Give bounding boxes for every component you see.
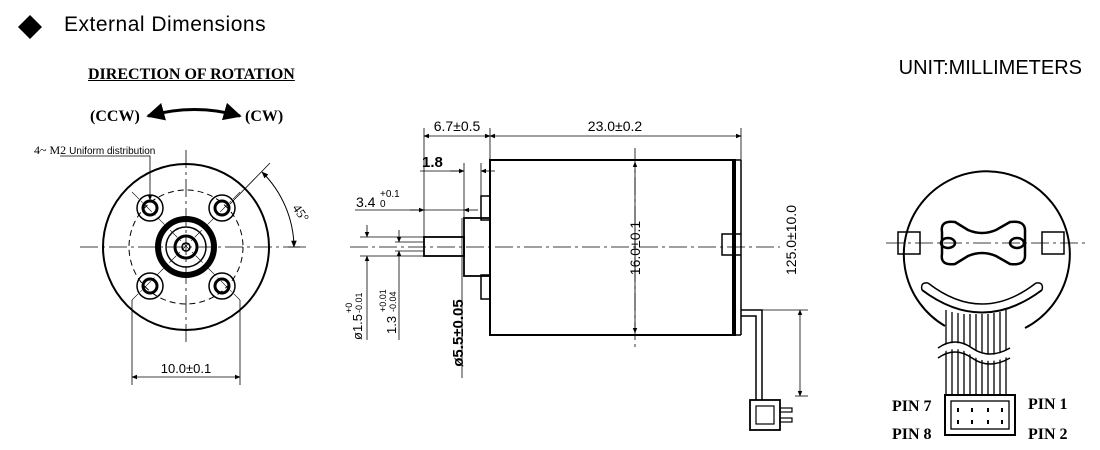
mount-note-sub: Uniform distribution — [69, 146, 156, 157]
diamond-icon — [18, 15, 42, 39]
pin-1-label: PIN 1 — [1028, 396, 1068, 413]
shaft-dia2-value: 1.3 — [384, 316, 399, 334]
shaft-dia2-tol-upper: +0.01 — [378, 289, 388, 312]
front-width-dim: 10.0±0.1 — [161, 361, 212, 376]
mount-note-main: 4~ M2 — [34, 143, 67, 157]
shaft-dia2-dim: 1.3 +0.01 -0.04 — [378, 289, 399, 334]
side-view — [350, 128, 808, 431]
rotation-arrow — [146, 102, 242, 121]
ccw-label: (CCW) — [90, 108, 140, 125]
shaft-step-dim: 3.4 +0.1 0 — [356, 189, 400, 210]
pin-2-label: PIN 2 — [1028, 426, 1068, 443]
shaft-step-tol-upper: +0.1 — [380, 189, 400, 200]
lead-length-dim: 125.0±10.0 — [783, 205, 799, 275]
body-length-dim: 23.0±0.2 — [588, 118, 643, 134]
shaft-dia-tol-lower: -0.01 — [354, 292, 364, 313]
shaft-length-dim: 6.7±0.5 — [434, 118, 481, 134]
shaft-step-tol-lower: 0 — [380, 199, 386, 210]
unit-label: UNIT:MILLIMETERS — [898, 57, 1082, 79]
diameter-dim: 16.0±0.1 — [627, 221, 643, 276]
shaft-dia-value: ø1.5 — [350, 314, 365, 340]
shaft-dia2-tol-lower: -0.04 — [388, 291, 398, 312]
shaft-dia-dim: ø1.5 +0 -0.01 — [344, 292, 365, 340]
pin-7-label: PIN 7 — [892, 398, 932, 415]
shaft-step-value: 3.4 — [356, 194, 376, 210]
shaft-dia-tol-upper: +0 — [344, 303, 354, 313]
rotation-title: DIRECTION OF ROTATION — [88, 66, 295, 83]
boss-dia-dim: ø5.5±0.05 — [450, 299, 467, 366]
page-title: External Dimensions — [64, 13, 267, 36]
mount-note: 4~ M2 Uniform distribution — [34, 143, 155, 158]
flange-thickness-dim: 1.8 — [422, 154, 443, 171]
cw-label: (CW) — [245, 108, 284, 125]
rear-view — [886, 170, 1085, 436]
front-view — [60, 150, 306, 385]
angle-label: 45° — [290, 201, 313, 225]
pin-8-label: PIN 8 — [892, 426, 932, 443]
